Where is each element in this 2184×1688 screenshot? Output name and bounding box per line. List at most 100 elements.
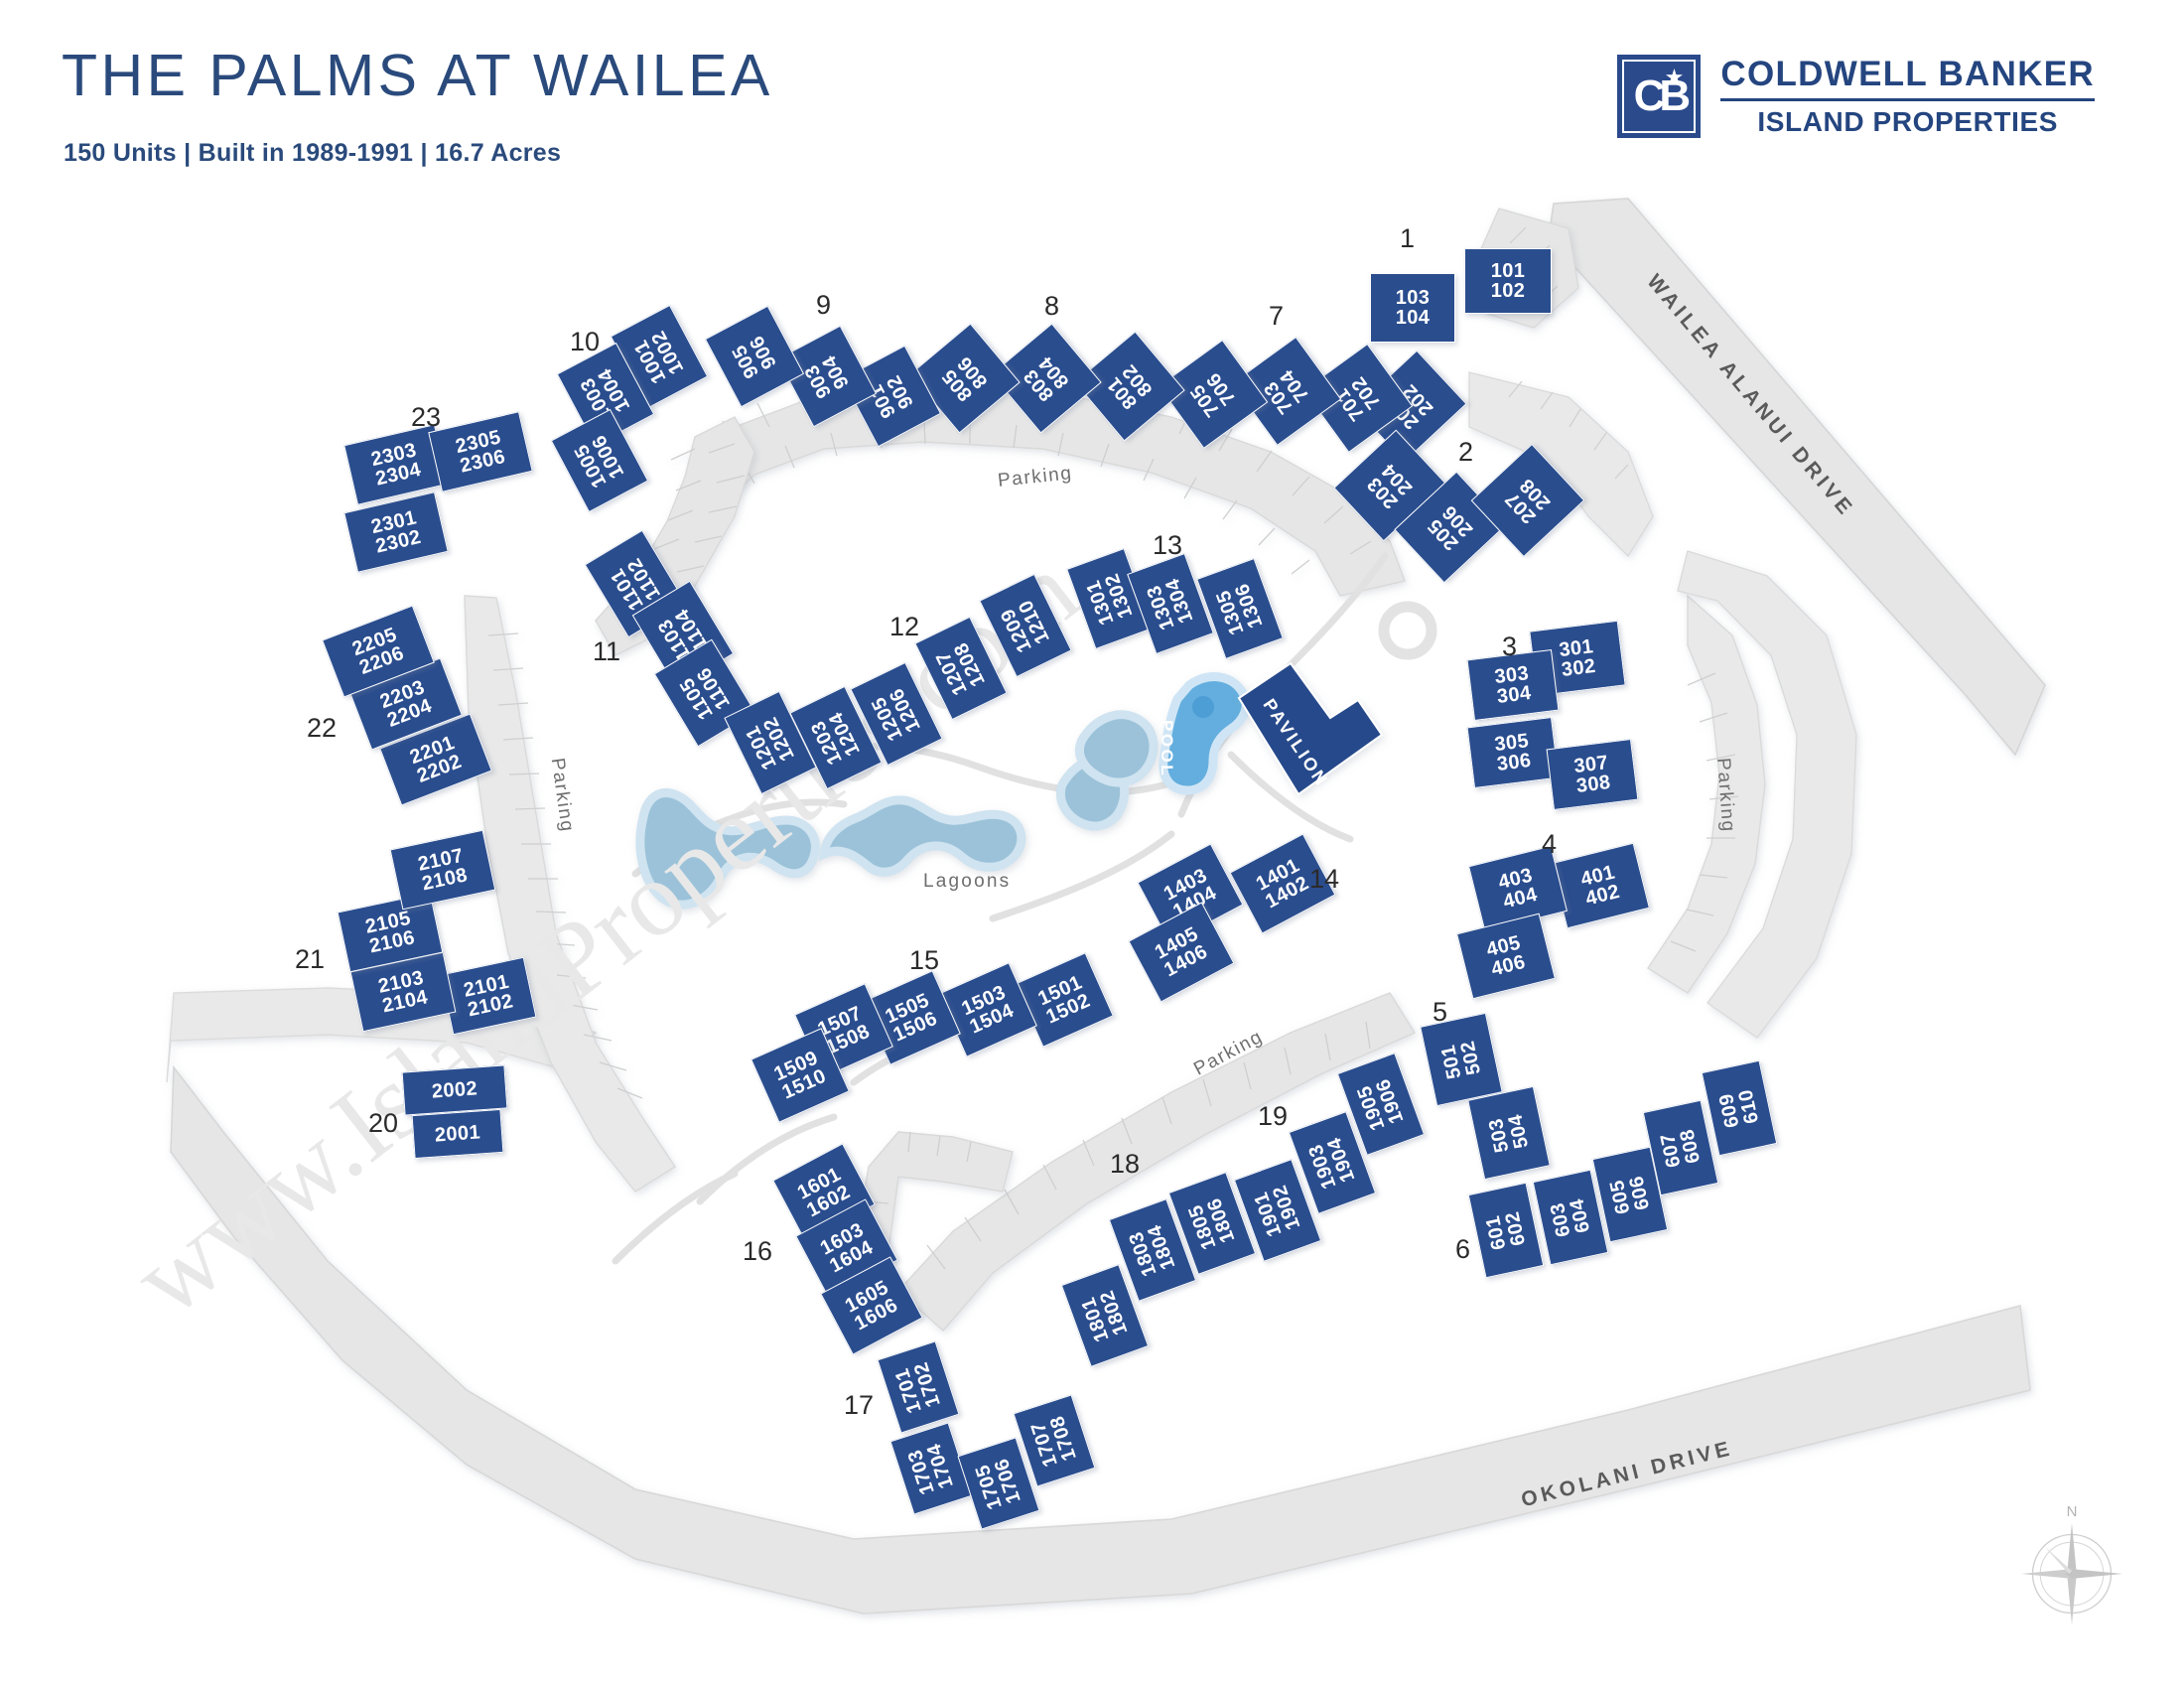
unit-number: 304 xyxy=(1495,681,1533,708)
building-unit-numbers: 2001 xyxy=(434,1121,481,1146)
cluster-number: 21 xyxy=(295,944,326,974)
building-block[interactable]: 2001 xyxy=(411,1108,504,1160)
cluster-number: 20 xyxy=(368,1108,399,1138)
cluster-number: 14 xyxy=(1309,864,1340,894)
unit-number: 306 xyxy=(1495,749,1533,775)
cluster-number: 1 xyxy=(1400,223,1416,253)
roundabout xyxy=(1378,601,1437,660)
page-subtitle: 150 Units | Built in 1989-1991 | 16.7 Ac… xyxy=(64,139,562,167)
cluster-number: 3 xyxy=(1502,632,1518,661)
cluster-number: 10 xyxy=(570,327,601,356)
unit-number: 102 xyxy=(1490,280,1526,302)
page-title: THE PALMS AT WAILEA xyxy=(62,43,773,108)
cluster-number: 23 xyxy=(411,402,442,432)
parking-east xyxy=(1647,594,1766,994)
building-block[interactable]: 2002 xyxy=(401,1064,508,1116)
swimming-pool xyxy=(1159,672,1251,795)
cluster-number: 16 xyxy=(743,1236,773,1266)
cluster-number: 19 xyxy=(1258,1101,1289,1131)
building-unit-numbers: 2002 xyxy=(431,1077,478,1103)
logo-divider xyxy=(1720,98,2095,101)
cb-logo-letters: CB xyxy=(1633,71,1692,120)
unit-number: 2002 xyxy=(431,1077,478,1103)
unit-number: 104 xyxy=(1395,307,1431,329)
cluster-number: 2 xyxy=(1458,437,1474,467)
lagoons-label: Lagoons xyxy=(923,871,1012,892)
unit-number: 302 xyxy=(1560,654,1597,681)
star-icon: ★ xyxy=(1664,65,1685,89)
cluster-number: 4 xyxy=(1542,829,1558,859)
unit-number: 308 xyxy=(1574,771,1612,797)
road-okolani xyxy=(170,1064,2031,1615)
cluster-number: 6 xyxy=(1455,1234,1471,1264)
coldwell-banker-logo: CB ★ COLDWELL BANKER ISLAND PROPERTIES xyxy=(1617,55,2095,138)
cluster-number: 12 xyxy=(889,612,920,641)
cluster-number: 13 xyxy=(1153,530,1183,560)
pool-label: POOL xyxy=(1158,720,1176,778)
unit-number: 103 xyxy=(1395,286,1431,309)
cluster-number: 17 xyxy=(844,1390,875,1420)
cluster-number: 8 xyxy=(1044,291,1060,321)
cluster-number: 5 xyxy=(1433,997,1448,1027)
unit-number: 101 xyxy=(1490,259,1526,282)
cluster-number: 15 xyxy=(909,945,940,975)
lagoons xyxy=(635,710,1159,910)
compass-icon xyxy=(2020,1522,2123,1625)
cluster-number: 11 xyxy=(593,636,621,666)
cb-logo-icon: CB ★ xyxy=(1617,55,1702,138)
